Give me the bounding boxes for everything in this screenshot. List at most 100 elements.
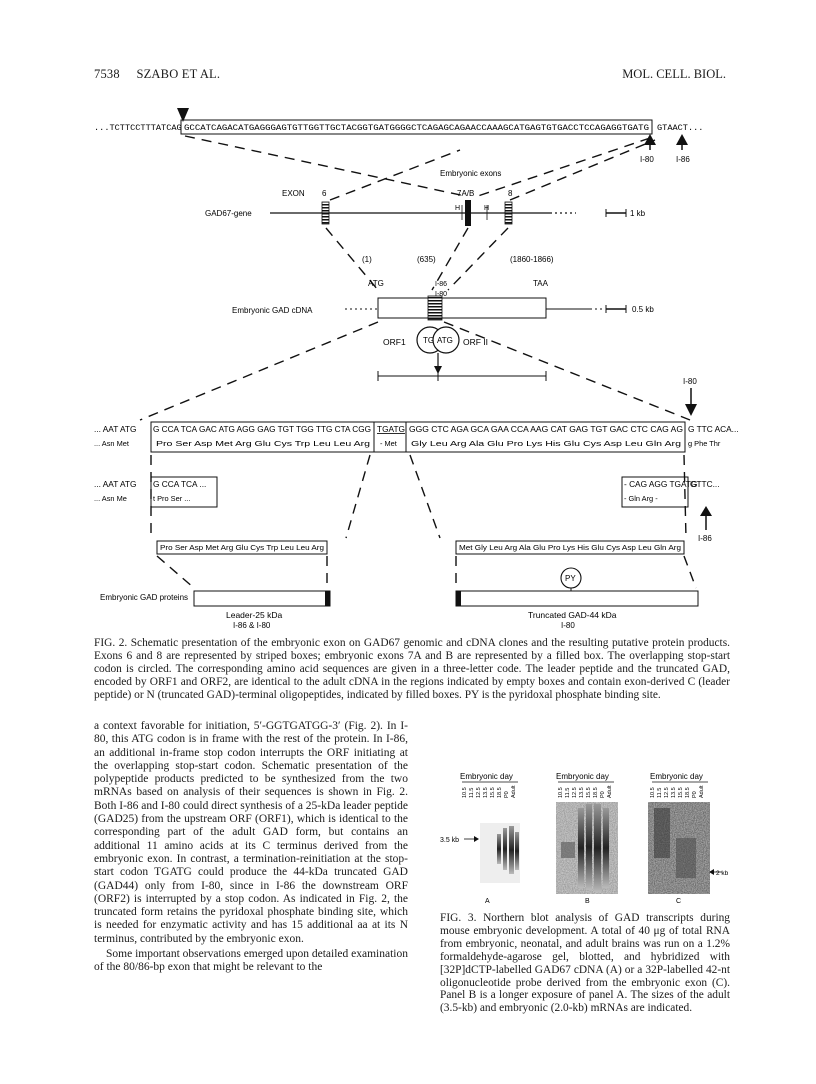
dash-top-left <box>184 135 466 197</box>
i86-nt-left: ... AAT ATG <box>94 479 136 489</box>
running-header-left: 7538 SZABO ET AL. <box>94 67 220 82</box>
leader-sub: I-86 & I-80 <box>233 621 271 630</box>
top-label-i86: I-86 <box>676 155 690 164</box>
aa-seq-box2: Gly Leu Arg Ala Glu Pro Lys His Glu Cys … <box>411 439 681 448</box>
lane-label: 15.5 <box>490 787 496 798</box>
splice-arrow-left-head <box>177 108 189 122</box>
lane-label: 11.5 <box>565 788 571 798</box>
truncated-sub: I-80 <box>561 621 575 630</box>
circle-atg: ATG <box>437 336 453 345</box>
pos-1: (1) <box>362 255 372 264</box>
marker-2kb: 2 kb <box>716 870 729 877</box>
lane-label: 18.5 <box>685 787 691 798</box>
h-label-2: H <box>484 205 489 212</box>
dash-top-right <box>477 137 651 197</box>
figure-2-caption: FIG. 2. Schematic presentation of the em… <box>94 637 730 701</box>
leader-name: Leader-25 kDa <box>226 610 283 620</box>
truncated-name: Truncated GAD-44 kDa <box>528 610 617 620</box>
cdna-i86: I-86 <box>435 281 447 288</box>
lane-label: 10.5 <box>462 787 468 798</box>
blot-c-title: Embryonic day <box>650 772 703 781</box>
lane-label: Adult <box>699 785 705 798</box>
h-label-1: H <box>455 205 460 212</box>
nt-seq-box2: GGG CTC AGA GCA GAA CCA AAG CAT GAG TGT … <box>409 424 683 434</box>
lane-label: 11.5 <box>469 788 475 798</box>
truncated-protein-bar <box>455 590 699 607</box>
scale-05kb-label: 0.5 kb <box>632 305 654 314</box>
pos-635: (635) <box>417 255 436 264</box>
orf2-label: ORF II <box>463 337 488 347</box>
lane-label: Adult <box>511 785 517 798</box>
exon-6-label: 6 <box>322 189 327 198</box>
top-seq-right: GTAACT... <box>657 123 703 133</box>
leader-peptide-box <box>156 540 328 555</box>
blot-a-title: Embryonic day <box>460 772 513 781</box>
lane-label: 13.5 <box>671 787 677 798</box>
dash-gene-left-up <box>329 149 461 201</box>
lane-label: P0 <box>600 791 606 798</box>
cdna-i80: I-80 <box>435 291 447 298</box>
lane-label: 15.5 <box>586 787 592 798</box>
lane-label: 13.5 <box>579 787 585 798</box>
body-text-column: a context favorable for initiation, 5′-G… <box>94 720 408 977</box>
dash-gene-cdna-right <box>447 227 509 291</box>
lane-label: 10.5 <box>558 787 564 798</box>
embryonic-exons-label: Embryonic exons <box>440 169 501 178</box>
exon-8-box <box>504 201 513 225</box>
body-paragraph-1: a context favorable for initiation, 5′-G… <box>94 720 408 945</box>
blot-b-lanes: 10.5 11.5 12.5 13.5 15.5 18.5 P0 Adult <box>558 785 613 798</box>
lane-label: P0 <box>504 791 510 798</box>
i86-aa-left: ... Asn Me <box>94 494 127 503</box>
nt-seq-right: G TTC ACA... <box>688 424 739 434</box>
i86-nt-box: G CCA TCA ... <box>153 479 206 489</box>
cdna-embryonic-exon <box>427 295 443 321</box>
top-seq-box <box>180 119 653 135</box>
proteins-label: Embryonic GAD proteins <box>100 593 188 602</box>
lane-label: 12.5 <box>572 787 578 798</box>
nt-seq-box1: G CCA TCA GAC ATG AGG GAG TGT TGG TTG CT… <box>153 424 371 434</box>
lane-label: Adult <box>607 785 613 798</box>
i86-nt-right-box: - CAG AGG TGATG <box>624 479 697 489</box>
lane-label: 13.5 <box>483 787 489 798</box>
cdna-label: Embryonic GAD cDNA <box>232 306 313 315</box>
i80-arrow-head <box>644 134 656 145</box>
cdna-box <box>377 297 547 319</box>
dash-cdna-seq-left <box>139 321 379 421</box>
seq-label-i80: I-80 <box>683 377 697 386</box>
running-authors: SZABO ET AL. <box>136 67 221 81</box>
aa-seq-mid: - Met <box>380 439 397 448</box>
lane-label: P0 <box>692 791 698 798</box>
exon-7ab-label: 7A/B <box>457 189 474 198</box>
orf1-label: ORF1 <box>383 337 406 347</box>
top-label-i80: I-80 <box>640 155 654 164</box>
figure-3-northern-blots: Embryonic day 10.5 11.5 12.5 13.5 15.5 1… <box>440 772 729 905</box>
exon-8-label: 8 <box>508 189 513 198</box>
lane-label: 18.5 <box>497 787 503 798</box>
py-label: PY <box>565 574 576 583</box>
i86-aa-box: t Pro Ser ... <box>153 494 190 503</box>
lane-label: 10.5 <box>650 787 656 798</box>
dash-cdna-seq-right <box>443 321 691 421</box>
exon-6-box <box>321 201 330 225</box>
pos-1860: (1860-1866) <box>510 255 554 264</box>
dash-gene-cdna-left <box>325 227 379 291</box>
scale-1kb-label: 1 kb <box>630 209 646 218</box>
panel-a-label: A <box>485 898 490 905</box>
marker-3-5kb: 3.5 kb <box>440 837 459 844</box>
lane-label: 12.5 <box>664 787 670 798</box>
nt-seq-stop: TGATG <box>377 424 405 434</box>
lane-label: 18.5 <box>593 787 599 798</box>
leader-protein-bar <box>193 590 331 607</box>
page-number: 7538 <box>94 67 120 81</box>
panel-b-label: B <box>585 898 590 905</box>
leader-peptide-seq: Pro Ser Asp Met Arg Glu Cys Trp Leu Leu … <box>160 543 324 552</box>
truncated-peptide-seq: Met Gly Leu Arg Ala Glu Pro Lys His Glu … <box>459 543 681 552</box>
blot-c-lanes: 10.5 11.5 12.5 13.5 15.5 18.5 P0 Adult <box>650 785 705 798</box>
seq-main-box <box>150 421 686 453</box>
exon-label: EXON <box>282 189 305 198</box>
top-seq-left: ...TCTTCCTTTATCAG <box>94 123 182 133</box>
figure-3-caption: FIG. 3. Northern blot analysis of GAD tr… <box>440 912 730 1015</box>
lane-label: 11.5 <box>657 788 663 798</box>
aa-seq-left: ... Asn Met <box>94 439 129 448</box>
aa-seq-right: g Phe Thr <box>688 439 721 448</box>
